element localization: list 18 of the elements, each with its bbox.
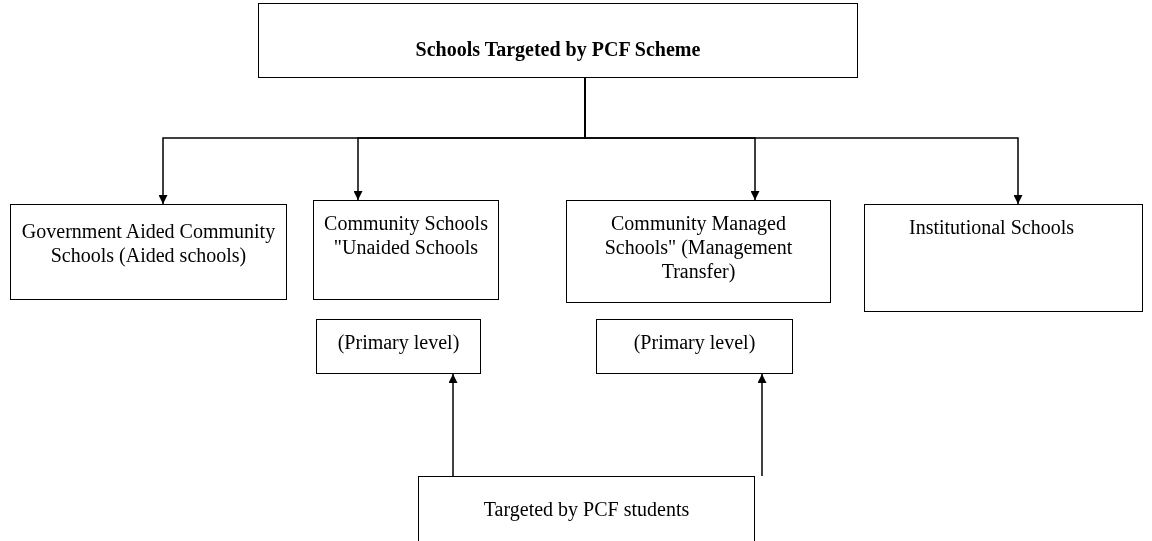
box-label: Community Schools "Unaided Schools xyxy=(323,211,489,260)
box-label: Schools Targeted by PCF Scheme xyxy=(415,37,701,63)
title-box xyxy=(258,3,858,78)
school-box xyxy=(418,476,755,541)
school-box xyxy=(596,319,793,374)
box-label: Government Aided Community Schools (Aided schools) xyxy=(20,219,277,269)
arrow xyxy=(757,373,767,477)
box-label: Institutional Schools xyxy=(909,215,1074,240)
box-label: (Primary level) xyxy=(633,330,756,356)
arrow xyxy=(448,373,458,477)
box-label: Community Managed Schools" (Management Transfer) xyxy=(603,211,794,285)
school-box xyxy=(566,200,831,303)
box-label: Targeted by PCF students xyxy=(483,497,690,523)
box-label: (Primary level) xyxy=(337,330,460,356)
school-box xyxy=(864,204,1143,312)
school-box xyxy=(316,319,481,374)
school-box xyxy=(313,200,499,300)
school-box xyxy=(10,204,287,300)
